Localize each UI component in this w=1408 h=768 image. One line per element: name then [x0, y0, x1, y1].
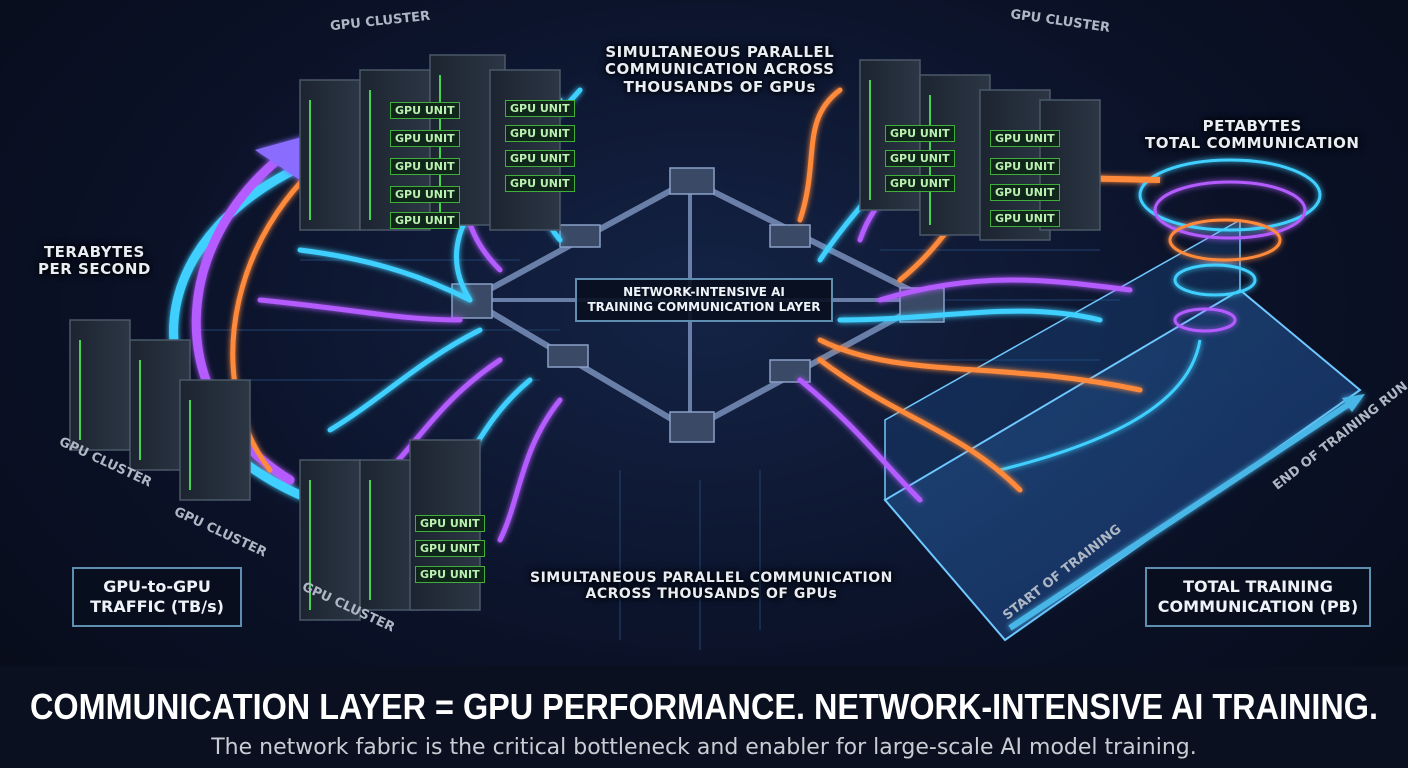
gpu-unit-label: GPU UNIT [885, 150, 955, 167]
gpu-unit-label: GPU UNIT [390, 186, 460, 203]
gpu-unit-label: GPU UNIT [415, 540, 485, 557]
gpu-unit-label: GPU UNIT [885, 175, 955, 192]
circuit-traces [200, 249, 1120, 650]
footer [0, 666, 1408, 768]
gpu-unit-label: GPU UNIT [390, 130, 460, 147]
gpu-unit-label: GPU UNIT [415, 515, 485, 532]
subtitle: The network fabric is the critical bottl… [211, 735, 1197, 760]
total-communication-volume [883, 218, 1362, 642]
training-timeline-arrow [1008, 394, 1365, 631]
gpu-unit-label: GPU UNIT [990, 130, 1060, 147]
headline: COMMUNICATION LAYER = GPU PERFORMANCE. N… [30, 686, 1378, 727]
gpu-unit-label: GPU UNIT [505, 100, 575, 117]
gpu-unit-label: GPU UNIT [415, 566, 485, 583]
gpu-unit-label: GPU UNIT [390, 158, 460, 175]
gpu-unit-label: GPU UNIT [505, 175, 575, 192]
gpu-unit-label: GPU UNIT [990, 158, 1060, 175]
gpu-unit-label: GPU UNIT [390, 212, 460, 229]
gpu-unit-label: GPU UNIT [390, 102, 460, 119]
gpu-unit-label: GPU UNIT [885, 125, 955, 142]
gpu-unit-label: GPU UNIT [505, 125, 575, 142]
gpu-unit-label: GPU UNIT [505, 150, 575, 167]
gpu-unit-label: GPU UNIT [990, 210, 1060, 227]
gpu-unit-label: GPU UNIT [990, 184, 1060, 201]
